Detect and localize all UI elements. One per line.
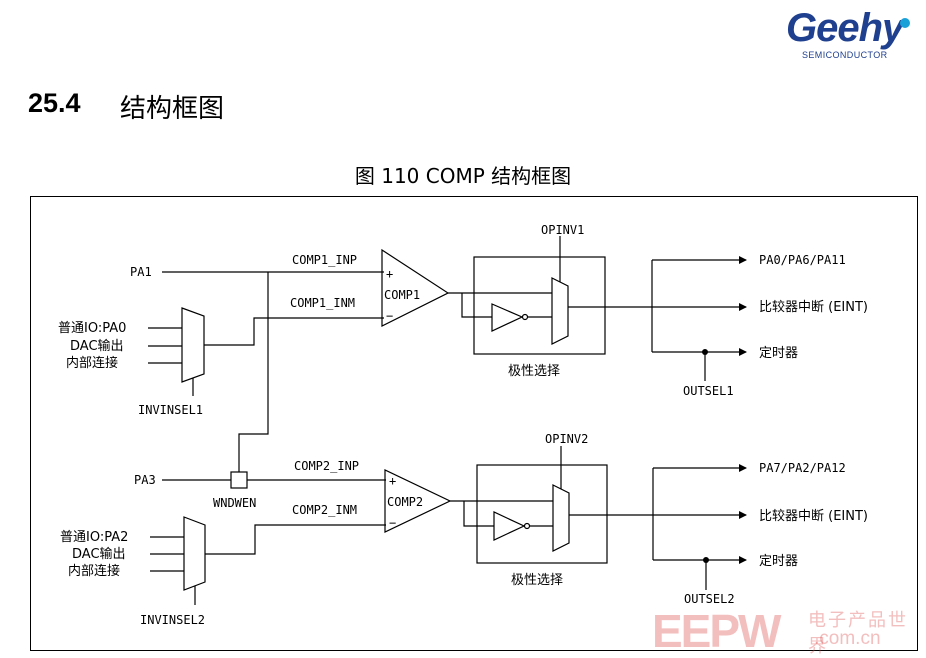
label-comp1-input-dac: DAC输出 — [70, 338, 124, 354]
label-comp2-input-dac: DAC输出 — [72, 546, 126, 562]
label-invinsel1: INVINSEL1 — [138, 403, 203, 417]
label-out1-pa: PA0/PA6/PA11 — [759, 253, 846, 267]
label-out2-eint: 比较器中断 (EINT) — [759, 509, 868, 524]
comparator-2 — [384, 469, 452, 533]
label-wndwen: WNDWEN — [213, 496, 256, 510]
label-out2-timer: 定时器 — [759, 554, 798, 569]
section-number: 25.4 — [28, 88, 81, 118]
label-comp2-inm: COMP2_INM — [292, 503, 357, 517]
figure-caption: 图 110 COMP 结构框图 — [354, 164, 572, 188]
mux-invinsel2 — [183, 516, 206, 591]
wire-window-link — [238, 272, 269, 472]
label-comp2: COMP2 — [387, 495, 423, 509]
watermark-cn: 电子产品世界 — [808, 610, 908, 657]
polarity-box-1 — [473, 256, 606, 355]
geehy-logo: Geehy SEMICONDUCTOR — [786, 6, 918, 62]
label-invinsel2: INVINSEL2 — [140, 613, 205, 627]
label-comp2-input-io: 普通IO:PA2 — [60, 530, 128, 545]
label-comp1-inm: COMP1_INM — [290, 296, 355, 310]
inverter-2 — [493, 511, 526, 541]
mux-opinv2 — [552, 484, 570, 552]
mux-invinsel1 — [181, 307, 205, 383]
label-out1-timer: 定时器 — [759, 346, 798, 361]
label-out1-eint: 比较器中断 (EINT) — [759, 300, 868, 315]
label-pa1: PA1 — [130, 265, 152, 279]
polarity-box-2 — [476, 464, 608, 564]
wire-pol2-inv — [463, 501, 494, 527]
junction-outsel1 — [702, 349, 708, 355]
label-pa3: PA3 — [134, 473, 156, 487]
label-comp1-plus: + — [386, 267, 393, 281]
watermark-url: .com.cn — [814, 628, 881, 649]
wndwen-switch — [230, 471, 248, 489]
watermark-logo: EEPW — [652, 605, 781, 657]
label-comp1-input-io: 普通IO:PA0 — [58, 321, 126, 336]
label-comp1: COMP1 — [384, 288, 420, 302]
label-outsel2: OUTSEL2 — [684, 592, 735, 606]
label-outsel1: OUTSEL1 — [683, 384, 734, 398]
label-polarity-1: 极性选择 — [508, 364, 560, 379]
inverter-1-bubble — [521, 313, 529, 321]
diagram-frame — [30, 196, 918, 651]
section-title: 结构框图 — [120, 94, 225, 124]
logo-dot — [900, 18, 910, 28]
label-comp2-input-internal: 内部连接 — [68, 563, 120, 579]
inverter-1 — [491, 303, 524, 332]
label-comp1-inp: COMP1_INP — [292, 253, 357, 267]
label-comp1-input-internal: 内部连接 — [66, 355, 118, 371]
label-opinv2: OPINV2 — [545, 432, 588, 446]
label-comp2-plus: + — [389, 474, 396, 488]
label-polarity-2: 极性选择 — [511, 573, 563, 588]
wire-mux1-inm — [204, 317, 384, 346]
label-opinv1: OPINV1 — [541, 223, 584, 237]
logo-subtext: SEMICONDUCTOR — [802, 50, 888, 60]
comparator-1 — [381, 248, 450, 327]
mux-opinv1 — [551, 277, 569, 345]
label-out2-pa: PA7/PA2/PA12 — [759, 461, 846, 475]
wire-pol1-inv — [461, 293, 492, 318]
logo-word: Geehy — [786, 6, 904, 50]
eepw-watermark: EEPW 电子产品世界 .com.cn — [652, 604, 922, 657]
inverter-2-bubble — [523, 522, 531, 530]
label-comp2-inp: COMP2_INP — [294, 459, 359, 473]
label-comp2-minus: − — [389, 516, 396, 530]
junction-outsel2 — [703, 557, 709, 563]
wire-mux2-inm — [205, 524, 386, 555]
label-comp1-minus: − — [386, 309, 393, 323]
